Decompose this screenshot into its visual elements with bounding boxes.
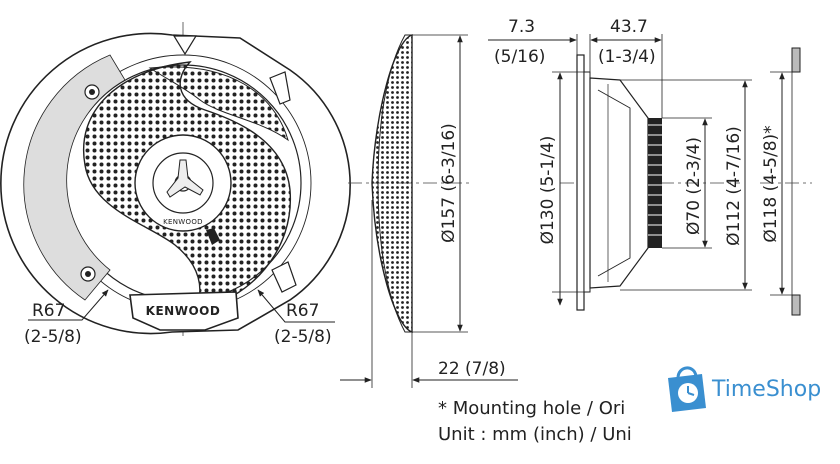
mount-depth-in: (1-3/4)	[598, 47, 656, 67]
top-triangle-tab	[172, 35, 198, 56]
brand-badge	[129, 291, 239, 331]
grille-mesh-upper	[148, 66, 289, 142]
mounting-hole-note: * Mounting hole / Ori	[438, 398, 625, 419]
side-diameter-label: Ø157 (6-3/16)	[439, 123, 459, 243]
screw-hole-bottom-left	[80, 266, 96, 282]
flange-lip	[583, 71, 591, 293]
timeshop-watermark: TimeShop	[668, 366, 821, 412]
magnet-diameter-label: Ø70 (2-3/4)	[684, 137, 704, 235]
mount-depth-mm: 43.7	[610, 17, 648, 37]
grille-depth-label: 22 (7/8)	[438, 359, 506, 379]
basket	[589, 77, 649, 289]
radius-left-mm: R67	[32, 301, 65, 321]
unit-note: Unit : mm (inch) / Uni	[438, 424, 632, 445]
basket-inner	[597, 89, 631, 277]
tweeter-brand: KENWOOD	[163, 218, 203, 226]
radius-left-in: (2-5/8)	[24, 327, 82, 347]
basket-diameter-label: Ø130 (5-1/4)	[538, 136, 558, 245]
mounting-panel-lower	[791, 294, 801, 316]
flange-thickness-in: (5/16)	[494, 47, 545, 67]
magnet	[648, 118, 662, 248]
clip-bottom-right	[271, 261, 297, 293]
screw-hole-top-left	[84, 84, 100, 100]
terminal-tab	[206, 228, 220, 245]
radius-right-leader	[257, 289, 335, 323]
magnet-fins	[648, 124, 662, 236]
left-crescent-shading	[23, 54, 126, 301]
front-view: KENWOOD KENWOOD R67 (2-5/8) R67 (2-5/8)	[0, 22, 351, 347]
side-rim	[377, 34, 413, 333]
radius-right-mm: R67	[286, 301, 319, 321]
cutout-diameter-label: Ø112 (4-7/16)	[724, 126, 744, 246]
side-grille-profile	[371, 34, 413, 333]
flange	[576, 54, 585, 311]
radius-right-in: (2-5/8)	[274, 327, 332, 347]
radius-left-leader	[28, 289, 109, 321]
clip-top-right	[269, 71, 291, 105]
flange-thickness-mm: 7.3	[508, 17, 535, 37]
mounting-hole-diameter-label: Ø118 (4-5/8)*	[761, 125, 781, 242]
mounting-panel-upper	[791, 47, 801, 73]
shopping-bag-clock-icon	[668, 366, 706, 412]
badge-brand-label: KENWOOD	[146, 304, 221, 318]
section-view: 7.3 (5/16) 43.7 (1-3/4) Ø130 (5-1/4) Ø70…	[488, 17, 812, 316]
tweeter-bridge	[166, 159, 204, 198]
side-view: Ø157 (6-3/16) 22 (7/8)	[340, 34, 518, 388]
watermark-text: TimeShop	[711, 377, 821, 402]
